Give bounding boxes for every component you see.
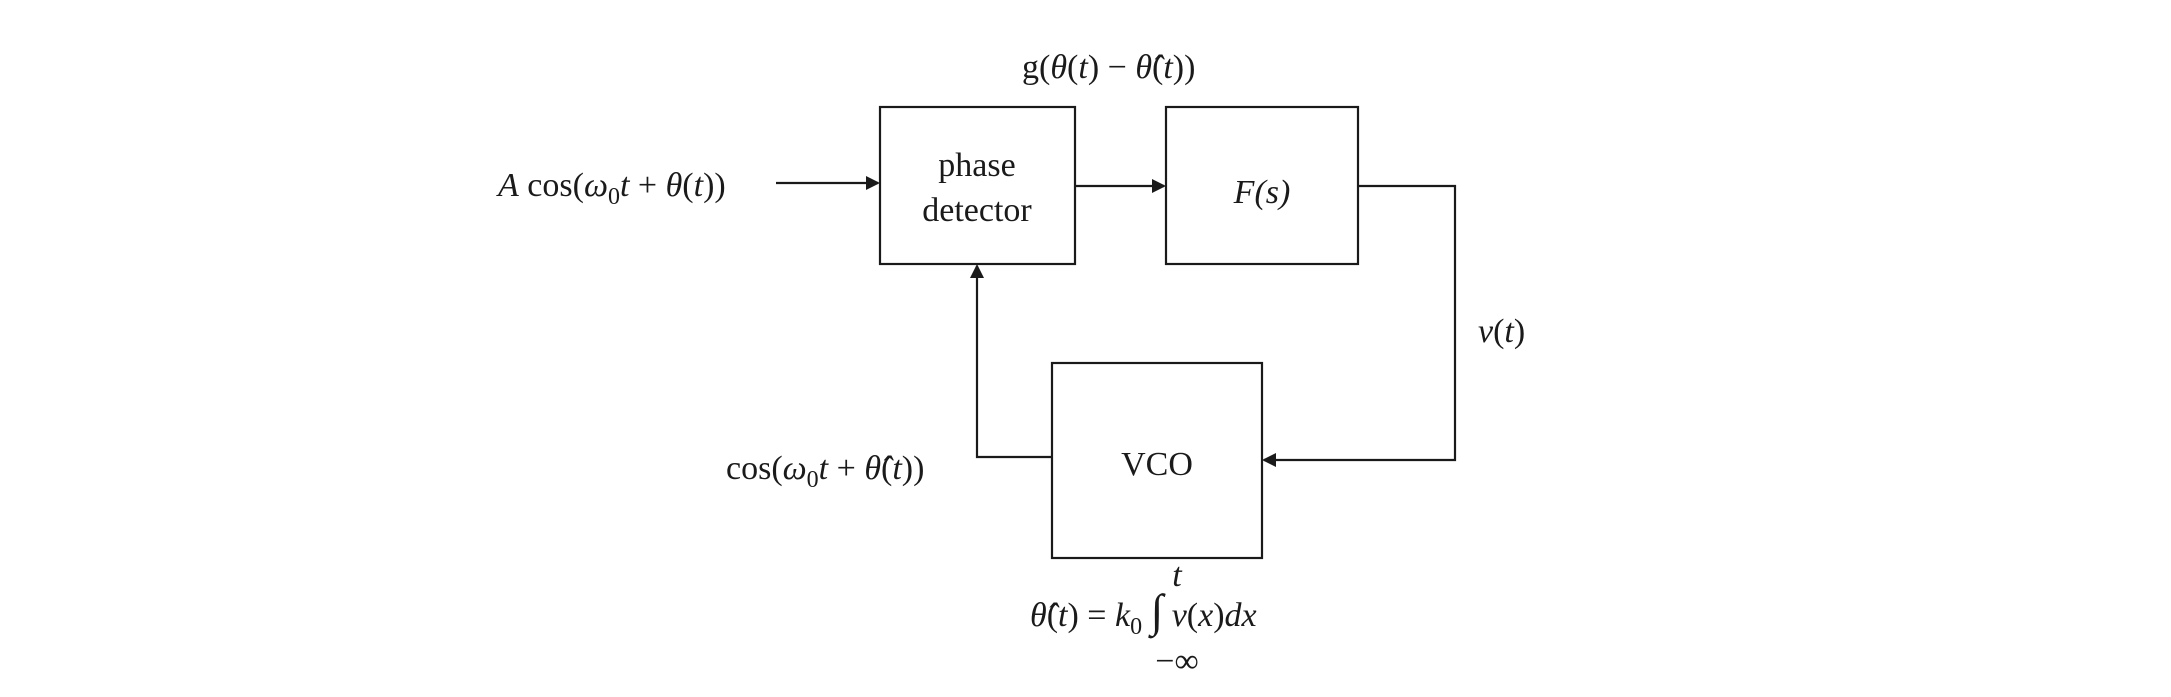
integral-lower-limit: −∞ bbox=[1155, 643, 1198, 680]
filter-to-vco-wire bbox=[1262, 184, 1457, 467]
integral-upper-limit: t bbox=[1172, 557, 1183, 594]
loop-filter-label: F(s) bbox=[1233, 174, 1291, 211]
phase-detector-label-line2: detector bbox=[922, 192, 1032, 229]
phase-detector-block: phase detector bbox=[878, 105, 1077, 266]
input-signal-label: A cos(ω0t + θ(t)) bbox=[496, 167, 726, 210]
loop-filter-block: F(s) bbox=[1164, 105, 1360, 266]
detector-output-label: g(θ(t) − θ̂(t)) bbox=[1022, 49, 1195, 86]
vco-feedback-wire bbox=[970, 264, 1052, 459]
vco-phase-equation: θ̂(t) = k0 ∫ v(x)dx t −∞ bbox=[1030, 557, 1257, 680]
control-voltage-label: v(t) bbox=[1478, 313, 1525, 350]
phase-detector-label-line1: phase bbox=[938, 147, 1015, 184]
vco-phase-equation-text: θ̂(t) = k0 ∫ v(x)dx bbox=[1030, 585, 1257, 640]
vco-label: VCO bbox=[1121, 446, 1193, 483]
feedback-signal-label: cos(ω0t + θ̂(t)) bbox=[726, 450, 924, 493]
vco-block: VCO bbox=[1050, 361, 1264, 560]
